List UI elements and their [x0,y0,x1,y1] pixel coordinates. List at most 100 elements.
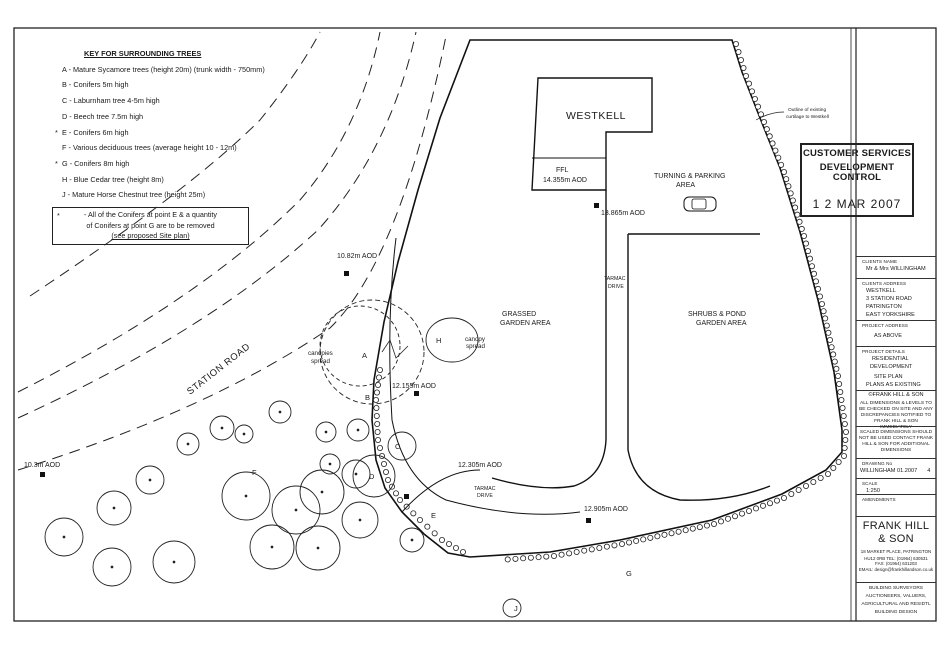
key-item: *E - Conifers 6m high [55,125,356,141]
tree-canopy [249,524,295,570]
hedge-shrub [551,553,558,560]
tree-trunk [294,508,298,512]
hedge-shrub [573,549,580,556]
hedge-shrub [803,482,810,489]
tree-label-j: J [514,604,518,613]
conifer [410,510,417,517]
label-canopy: canopy [465,336,486,343]
canopy-leader [381,339,409,359]
conifer [376,444,383,451]
hedge-shrub [823,322,830,329]
services-line: AGRICULTURAL AND RESIDTL [861,601,931,607]
copyright-cell: ©FRANK HILL & SON ALL DIMENSIONS & LEVEL… [856,390,936,430]
label-ffl-level: 14.355m AOD [543,177,587,184]
tree-trunk [148,478,152,482]
conifer [459,549,466,556]
hedge-shrub [763,126,770,133]
received-stamp: CUSTOMER SERVICES DEVELOPMENT CONTROL 1 … [800,143,914,217]
hedge-shrub [512,555,519,562]
tree-label-g: G [626,569,632,578]
hedge-shrub [668,530,675,537]
key-star: * [55,158,58,168]
station-road [17,31,447,471]
project-address-heading: PROJECT ADDRESS [862,323,909,328]
firm-address: FAX: (01964) 631203 [875,561,917,566]
hedge-shrub [689,525,696,532]
tree-canopy [221,471,271,521]
label-level-c: 12.305m AOD [458,462,502,469]
hedge-shrub [769,140,776,147]
hedge-shrub [811,270,818,277]
hedge-shrub [527,554,534,561]
firm-name-2: & SON [878,533,914,545]
label-canopies-2: spread [311,358,330,365]
tree-canopy [295,525,341,571]
tarmac-drive-edge-left [491,190,607,489]
removal-note: * - All of the Conifers at point E & a q… [52,207,249,245]
conifer-dots [372,366,466,556]
hedge-shrub [566,550,573,557]
address-line: EAST YORKSHIRE [866,311,915,318]
hedge-shrub [753,505,760,512]
label-station-road: STATION ROAD [185,341,252,397]
hedge-shrub [647,534,654,541]
tree-canopies [44,400,425,587]
label-level-road: 10.3m AOD [24,462,60,469]
conifer [373,389,380,396]
scale-heading: SCALE [862,481,878,486]
key-item-text: J - Mature Horse Chestnut tree (height 2… [62,190,206,200]
conifer [374,381,381,388]
hedge-shrub [718,518,725,525]
conifer [372,396,379,403]
hedge-shrub [817,293,824,300]
scale-cell: SCALE 1:250 [856,478,936,495]
scale-value: 1:250 [866,487,880,494]
hedge-shrub [588,546,595,553]
tree-label-f: F [252,468,257,477]
hedge-shrub [743,73,750,80]
firm-address: HU12 0RB TEL: (01964) 630531 [864,555,928,561]
key-item: B - Conifers 5m high [56,77,356,93]
hedge-shrub [783,176,790,183]
scaled-notice: SCALED DIMENSIONS SHOULD NOT BE USED CON… [858,430,934,453]
key-item-text: F - Various deciduous trees (average hei… [62,143,237,153]
hedge-dots [504,41,850,563]
stamp-line: CUSTOMER SERVICES [802,148,912,159]
label-curtilage-2: curtilage to Westkell [786,114,829,120]
hedge-shrub [543,553,550,560]
hedge-shrub [833,365,840,372]
label-westkell: WESTKELL [566,110,626,122]
hedge-shrub [819,300,826,307]
note-line: - All of the Conifers at point E & a qua… [83,210,218,219]
hedge-shrub [835,372,842,379]
tree-label-h: H [436,336,441,345]
hedge-shrub [809,263,816,270]
firm-address: EMAIL: design@frankhillandson.co.uk [858,566,934,572]
hedge-shrub [813,278,820,285]
conifer [374,420,381,427]
hedge-shrub [772,147,779,154]
hedge-shrub [603,543,610,550]
hedge-shrub [504,556,511,563]
note-star: * [57,211,60,220]
dimensions-notice: ALL DIMENSIONS & LEVELS TO BE CHECKED ON… [859,400,933,430]
label-tarmac-drive: TARMAC [604,276,626,282]
tree-canopy [135,465,165,495]
label-canopies: canopies [308,350,333,357]
label-ffl: FFL [556,167,569,174]
hedge-shrub [696,524,703,531]
stamp-line: DEVELOPMENT CONTROL [819,162,895,183]
conifer [384,476,391,483]
label-level-d: 12.905m AOD [584,506,628,513]
note-line: of Conifers at point G are to be removed [86,220,215,230]
tree-canopy [44,517,84,557]
conifer [375,374,382,381]
hedge-shrub [558,551,565,558]
tree-trunk [358,518,362,522]
tree-trunk [278,410,282,414]
site-plan-label: SITE PLAN [874,373,903,380]
hedge-shrub [842,436,849,443]
conifer [382,468,389,475]
